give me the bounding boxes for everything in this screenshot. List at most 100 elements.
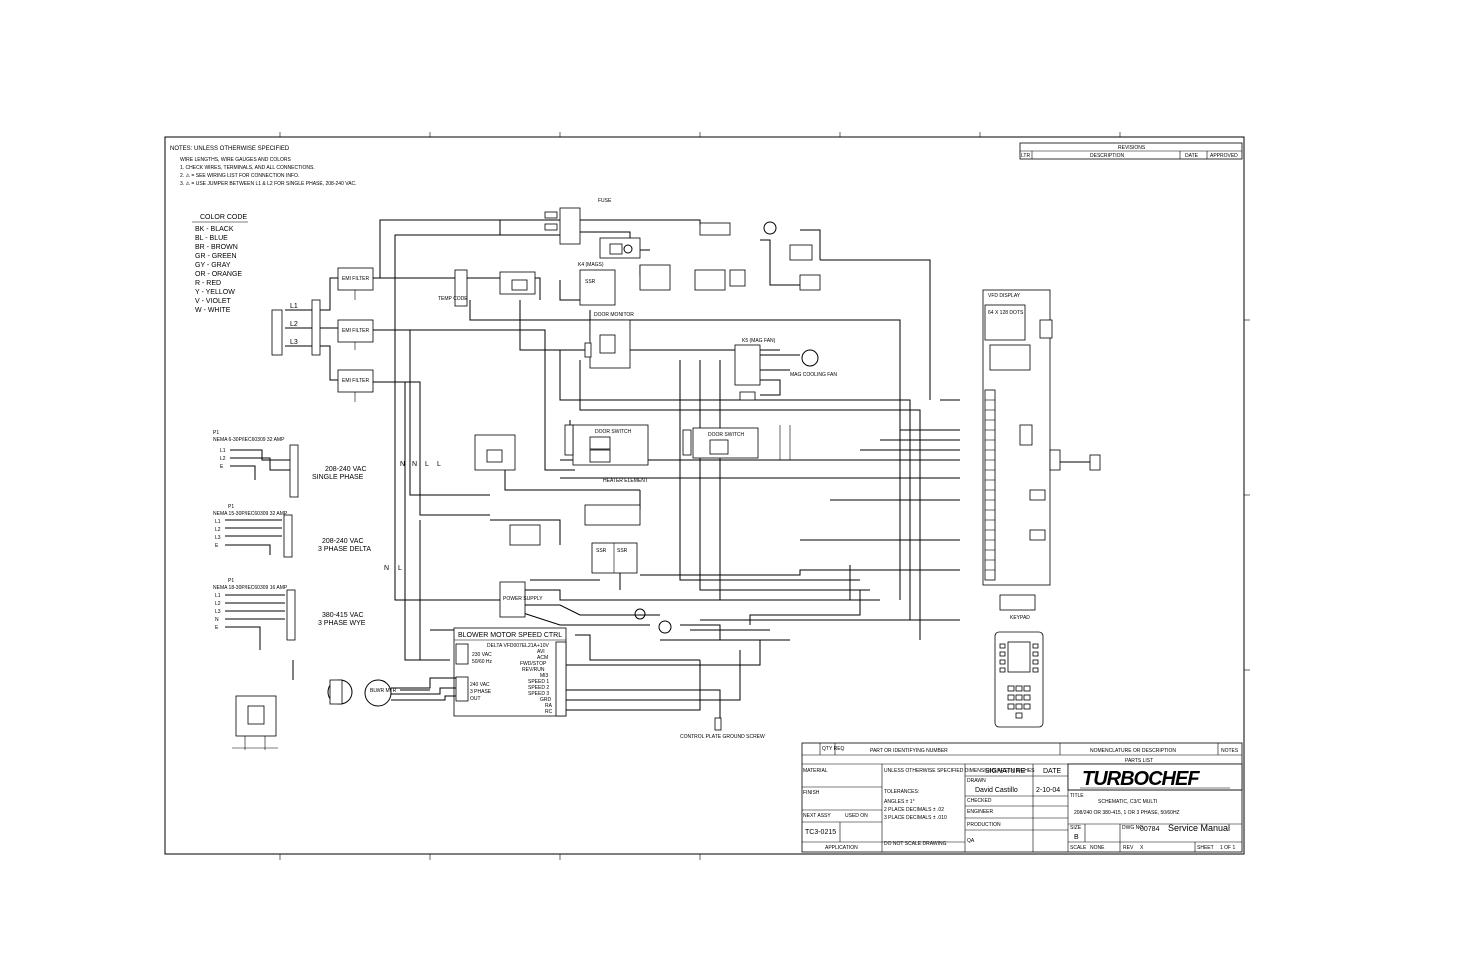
emi-filter-3 xyxy=(337,369,374,393)
door-monitor: DOOR MONITOR xyxy=(584,312,634,369)
svg-text:SIGNATURE: SIGNATURE xyxy=(985,768,1026,775)
svg-text:HEATER ELEMENT: HEATER ELEMENT xyxy=(603,478,648,484)
svg-text:E: E xyxy=(220,464,224,470)
svg-text:SPEED 1: SPEED 1 xyxy=(528,679,549,685)
svg-text:L2: L2 xyxy=(215,527,221,533)
svg-text:TC3-0215: TC3-0215 xyxy=(805,829,836,836)
svg-text:N: N xyxy=(384,565,389,572)
svg-text:P1: P1 xyxy=(228,578,234,584)
svg-text:TITLE: TITLE xyxy=(1070,793,1084,799)
svg-text:L1: L1 xyxy=(215,519,221,525)
lamp-symbol xyxy=(763,221,777,235)
svg-text:+10V: +10V xyxy=(537,643,549,649)
color-code-legend: COLOR CODE BK - BLACK BL - BLUE BR - BRO… xyxy=(192,214,248,314)
svg-text:L: L xyxy=(398,565,402,572)
svg-text:L3: L3 xyxy=(215,535,221,541)
svg-text:L3: L3 xyxy=(215,609,221,615)
svg-text:MATERIAL: MATERIAL xyxy=(803,768,828,774)
svg-text:RA: RA xyxy=(545,703,553,709)
svg-text:230 VAC: 230 VAC xyxy=(472,652,492,658)
heater-circuit: HEATER ELEMENT SSR SSR xyxy=(474,434,648,574)
color-entry: GR - GREEN xyxy=(195,253,237,260)
svg-text:L1: L1 xyxy=(220,448,226,454)
svg-text:E: E xyxy=(215,625,219,631)
svg-text:P1: P1 xyxy=(213,430,219,436)
voltage-label: 380-415 VAC xyxy=(322,612,364,619)
svg-text:240 VAC: 240 VAC xyxy=(470,682,490,688)
svg-text:64 X 128 DOTS: 64 X 128 DOTS xyxy=(988,310,1024,316)
svg-text:K4 (MAGS): K4 (MAGS) xyxy=(578,262,604,268)
service-manual-label: Service Manual xyxy=(1168,823,1230,833)
control-board: VFD DISPLAY 64 X 128 DOTS KEYPAD xyxy=(982,289,1101,621)
revisions-title: REVISIONS xyxy=(1118,145,1146,151)
svg-text:L1: L1 xyxy=(215,593,221,599)
color-entry: R - RED xyxy=(195,280,221,287)
fuse-block xyxy=(559,207,581,245)
nema-label: NEMA 6-30P/IEC60309 32 AMP xyxy=(213,437,285,443)
svg-text:N: N xyxy=(400,461,405,468)
ground-stud-detail xyxy=(232,695,278,750)
svg-text:SSR: SSR xyxy=(596,548,607,554)
svg-text:DOOR MONITOR: DOOR MONITOR xyxy=(594,312,634,318)
color-entry: W - WHITE xyxy=(195,307,231,314)
svg-text:USED ON: USED ON xyxy=(845,813,868,819)
svg-text:2 PLACE DECIMALS ± .02: 2 PLACE DECIMALS ± .02 xyxy=(884,807,944,813)
ground-note: CONTROL PLATE GROUND SCREW xyxy=(680,734,765,740)
svg-text:KEYPAD: KEYPAD xyxy=(1010,615,1030,621)
border-ticks xyxy=(279,132,1250,860)
svg-text:ENGINEER: ENGINEER xyxy=(967,809,994,815)
svg-text:DWG NO: DWG NO xyxy=(1122,825,1143,831)
svg-text:DRAWN: DRAWN xyxy=(967,778,986,784)
svg-text:AVI: AVI xyxy=(537,649,545,655)
svg-text:208/240 OR 380-415, 1 OR 3 PHA: 208/240 OR 380-415, 1 OR 3 PHASE, 50/60H… xyxy=(1074,810,1180,816)
svg-text:50/60 Hz: 50/60 Hz xyxy=(472,659,493,665)
svg-text:L2: L2 xyxy=(220,456,226,462)
rev-col: APPROVED xyxy=(1210,153,1238,159)
power-input-delta: P1 NEMA 15-30P/IEC60309 32 AMP L1 L2 L3 … xyxy=(213,504,371,558)
svg-text:DOOR SWITCH: DOOR SWITCH xyxy=(595,429,631,435)
svg-text:EMI FILTER: EMI FILTER xyxy=(342,378,370,384)
door-switches: DOOR SWITCH DOOR SWITCH xyxy=(564,424,791,466)
svg-text:3 PHASE: 3 PHASE xyxy=(470,689,492,695)
blower-motor-speed-ctrl: BLOWER MOTOR SPEED CTRL DELTA VFD007EL21… xyxy=(453,627,567,717)
voltage-label: 208-240 VAC xyxy=(325,466,367,473)
note-line: 3. ⚠ = USE JUMPER BETWEEN L1 & L2 FOR SI… xyxy=(180,181,357,187)
svg-text:L: L xyxy=(437,461,441,468)
note-line: 1. CHECK WIRES, TERMINALS, AND ALL CONNE… xyxy=(180,165,315,171)
svg-text:00784: 00784 xyxy=(1140,826,1160,833)
svg-text:3 PLACE DECIMALS ± .010: 3 PLACE DECIMALS ± .010 xyxy=(884,815,947,821)
power-input-single: P1 NEMA 6-30P/IEC60309 32 AMP L1 L2 E 20… xyxy=(213,430,367,498)
svg-text:APPLICATION: APPLICATION xyxy=(825,845,858,851)
svg-text:DOOR SWITCH: DOOR SWITCH xyxy=(708,432,744,438)
svg-text:REV: REV xyxy=(1123,845,1134,851)
rev-col: LTR xyxy=(1021,153,1030,159)
svg-text:SHEET: SHEET xyxy=(1197,845,1214,851)
svg-text:DELTA VFD007EL21A: DELTA VFD007EL21A xyxy=(487,643,538,649)
svg-text:RC: RC xyxy=(545,709,553,715)
rev-col: DESCRIPTION xyxy=(1090,153,1125,159)
svg-text:EMI FILTER: EMI FILTER xyxy=(342,328,370,334)
title-block: QTY REQ PART OR IDENTIFYING NUMBER NOMEN… xyxy=(801,742,1243,853)
svg-text:NOMENCLATURE OR DESCRIPTION: NOMENCLATURE OR DESCRIPTION xyxy=(1090,748,1176,754)
color-entry: BK - BLACK xyxy=(195,226,234,233)
svg-text:N: N xyxy=(215,617,219,623)
svg-text:X: X xyxy=(1140,845,1144,851)
svg-text:FWD/STOP: FWD/STOP xyxy=(520,661,547,667)
svg-text:E: E xyxy=(215,543,219,549)
line-label: L2 xyxy=(290,321,298,328)
keypad-panel xyxy=(994,631,1044,728)
emi-filter-2 xyxy=(337,319,374,343)
main-wiring xyxy=(379,219,960,730)
svg-text:BLWR MTR: BLWR MTR xyxy=(370,688,397,694)
mag-cooling-fan-label: MAG COOLING FAN xyxy=(790,372,837,378)
power-input-wye: P1 NEMA 18-30P/IEC60309 16 AMP L1 L2 L3 … xyxy=(213,578,366,680)
svg-text:1 OF 1: 1 OF 1 xyxy=(1220,845,1236,851)
svg-text:DO NOT SCALE DRAWING: DO NOT SCALE DRAWING xyxy=(884,841,947,847)
company-logo: TURBOCHEF xyxy=(1082,768,1200,790)
mag-cooling-fan-symbol xyxy=(801,349,819,367)
svg-text:PARTS LIST: PARTS LIST xyxy=(1125,758,1153,764)
svg-text:NEXT ASSY: NEXT ASSY xyxy=(803,813,831,819)
svg-text:SCHEMATIC, C3/C MULTI: SCHEMATIC, C3/C MULTI xyxy=(1098,799,1157,805)
blower-motor: BLWR MTR xyxy=(327,677,456,707)
svg-text:UNLESS OTHERWISE SPECIFIED DIM: UNLESS OTHERWISE SPECIFIED DIMENSIONS AR… xyxy=(884,768,1035,774)
